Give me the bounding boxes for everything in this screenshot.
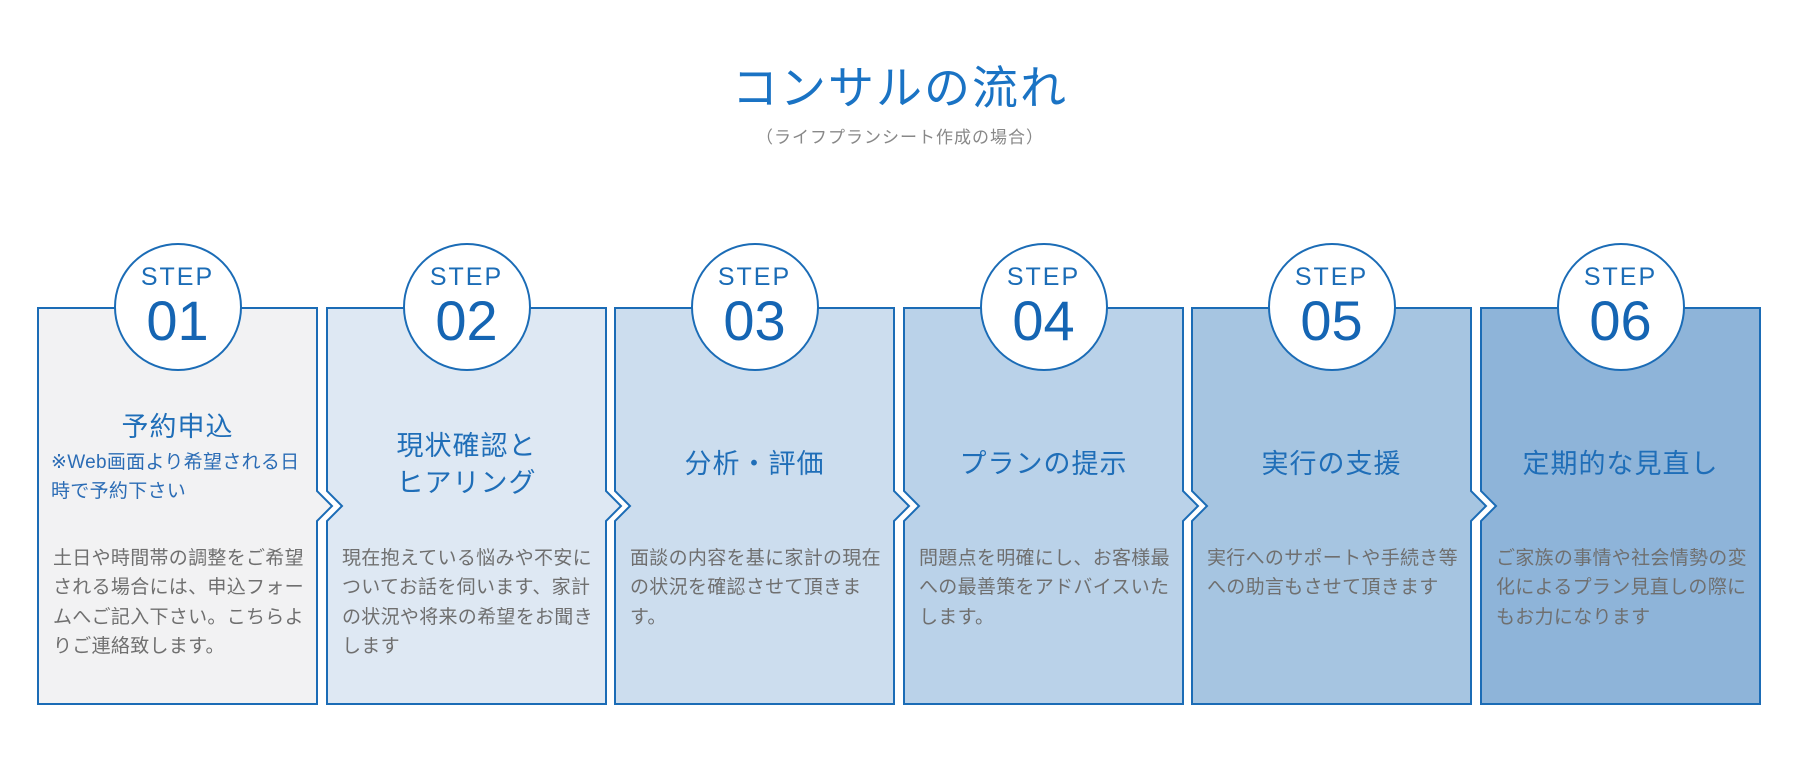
step-card-02: STEP 02 現状確認と ヒアリング 現在抱えている悩みや不安についてお話を伺… [326, 243, 623, 705]
step-label: STEP [1583, 263, 1658, 291]
step-badge: STEP 05 [1267, 243, 1396, 371]
step-number: 02 [435, 288, 498, 352]
step-label: STEP [1294, 263, 1369, 291]
step-body: 問題点を明確にし、お客様最への最善策をアドバイスいたします。 [919, 548, 1170, 628]
step-title: 実行の支援 [1261, 449, 1402, 480]
steps-row: STEP 01 予約申込 ※Web画面より希望される日時で予約下さい 土日や時間… [0, 243, 1800, 705]
step-number: 03 [723, 288, 786, 352]
step-title: 予約申込 [121, 411, 234, 442]
step-label: STEP [429, 263, 504, 291]
step-title: 現状確認と ヒアリング [396, 431, 537, 498]
step-title: 定期的な見直し [1522, 449, 1719, 480]
page-title: コンサルの流れ [732, 62, 1068, 114]
step-number: 04 [1012, 288, 1075, 352]
step-card-04: STEP 04 プランの提示 問題点を明確にし、お客様最への最善策をアドバイスい… [903, 243, 1200, 705]
step-body: 実行へのサポートや手続き等への助言もさせて頂きます [1207, 548, 1458, 599]
step-title: 分析・評価 [684, 449, 825, 480]
step-note: ※Web画面より希望される日時で予約下さい [51, 452, 300, 502]
step-number: 06 [1589, 288, 1652, 352]
step-label: STEP [717, 263, 792, 291]
step-card-01: STEP 01 予約申込 ※Web画面より希望される日時で予約下さい 土日や時間… [37, 243, 334, 705]
page-subtitle: （ライフプランシート作成の場合） [756, 128, 1044, 147]
step-number: 05 [1300, 288, 1363, 352]
step-number: 01 [146, 288, 209, 352]
step-card-06: STEP 06 定期的な見直し ご家族の事情や社会情勢の変化によるプラン見直しの… [1480, 243, 1761, 705]
step-body: 土日や時間帯の調整をご希望される場合には、申込フォームへご記入下さい。こちらより… [53, 548, 304, 658]
step-title: プランの提示 [959, 449, 1128, 480]
step-body: ご家族の事情や社会情勢の変化によるプラン見直しの際にもお力になります [1496, 548, 1747, 628]
step-body: 面談の内容を基に家計の現在の状況を確認させて頂きます。 [630, 548, 881, 628]
step-label: STEP [140, 263, 215, 291]
step-badge: STEP 02 [402, 243, 531, 371]
step-body: 現在抱えている悩みや不安についてお話を伺います、家計の状況や将来の希望をお聞きし… [342, 548, 593, 658]
card-shape-arrow-right [37, 307, 334, 705]
card-shape-notch-left [1480, 307, 1761, 705]
step-badge: STEP 06 [1556, 243, 1685, 371]
card-shape-arrow-both [903, 307, 1200, 705]
step-label: STEP [1006, 263, 1081, 291]
step-badge: STEP 04 [979, 243, 1108, 371]
card-shape-arrow-both [326, 307, 623, 705]
step-badge: STEP 03 [690, 243, 819, 371]
step-badge: STEP 01 [113, 243, 242, 371]
step-card-05: STEP 05 実行の支援 実行へのサポートや手続き等への助言もさせて頂きます [1191, 243, 1488, 705]
card-shape-arrow-both [1191, 307, 1488, 705]
card-shape-arrow-both [614, 307, 911, 705]
step-card-03: STEP 03 分析・評価 面談の内容を基に家計の現在の状況を確認させて頂きます… [614, 243, 911, 705]
